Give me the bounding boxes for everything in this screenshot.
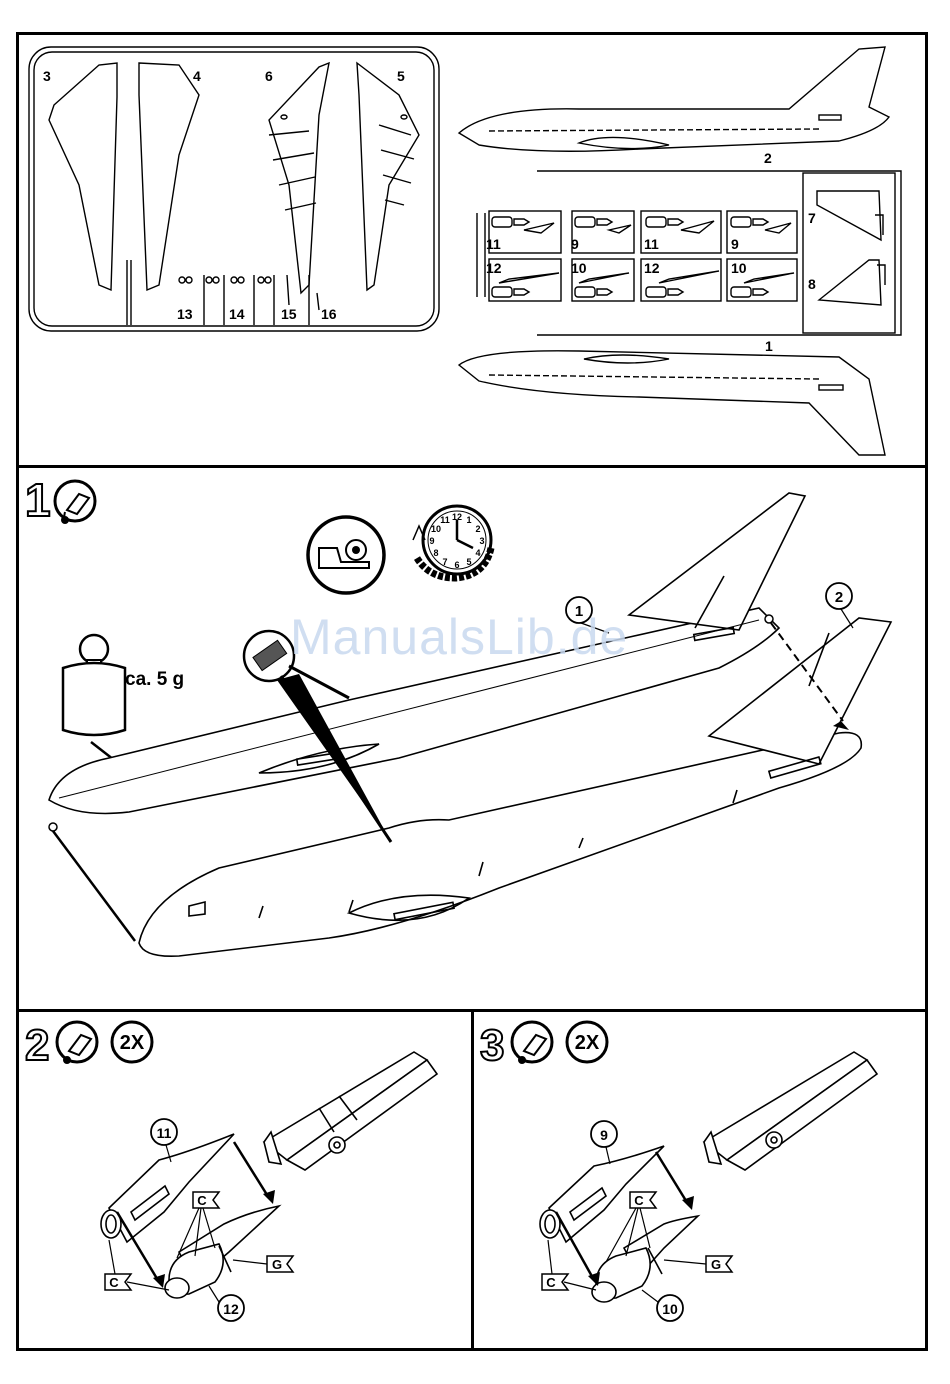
svg-text:12: 12	[223, 1301, 239, 1317]
engine-parts	[492, 217, 794, 297]
step-2-drawing: 2 2X 11 12	[19, 1012, 473, 1348]
label-part-15: 15	[281, 306, 297, 322]
clock-number-1: 1	[466, 515, 471, 525]
callout-1: 1	[566, 597, 609, 633]
label-engine-g: 12	[644, 260, 660, 276]
svg-text:2X: 2X	[120, 1032, 145, 1054]
parts-panel: 3 4 6 5 13 14 15 16 2 1 7 8 11 9 11 9 12…	[16, 32, 928, 468]
step-1-panel: 1 12 1 2 3 4 5 6 7 8 9 10 11	[16, 465, 928, 1012]
parts-sprue-drawing: 3 4 6 5 13 14 15 16 2 1 7 8 11 9 11 9 12…	[19, 35, 925, 465]
svg-text:C: C	[109, 1275, 119, 1290]
callout-9: 9	[591, 1121, 617, 1164]
svg-text:C: C	[634, 1193, 644, 1208]
svg-text:9: 9	[600, 1127, 608, 1143]
step-3-drawing: 3 2X 9 10	[474, 1012, 925, 1348]
svg-text:10: 10	[662, 1301, 678, 1317]
glue-icon	[57, 1022, 97, 1063]
glue-point-g: G	[664, 1256, 732, 1272]
clock-number-11: 11	[440, 515, 450, 525]
clock-number-3: 3	[479, 536, 484, 546]
label-engine-d: 9	[731, 236, 739, 252]
glue-icon	[55, 481, 95, 523]
svg-text:11: 11	[157, 1125, 172, 1141]
step-2-panel: 2 2X 11 12	[16, 1009, 476, 1351]
svg-text:C: C	[546, 1275, 556, 1290]
label-engine-e: 12	[486, 260, 502, 276]
label-part-1: 1	[765, 338, 773, 354]
part-wing-6	[269, 63, 329, 293]
clock-number-2: 2	[475, 524, 480, 534]
step-3-number: 3	[480, 1021, 504, 1070]
step-1-number: 1	[25, 474, 51, 526]
step-1-drawing: 1 12 1 2 3 4 5 6 7 8 9 10 11	[19, 468, 925, 1009]
label-part-5: 5	[397, 68, 405, 84]
clothespin-icon	[704, 1052, 877, 1170]
clock-number-9: 9	[429, 536, 434, 546]
label-part-7: 7	[808, 210, 816, 226]
step-3-panel: 3 2X 9 10	[471, 1009, 928, 1351]
clothespin-icon	[264, 1052, 437, 1170]
glue-icon	[512, 1022, 552, 1063]
clock-icon: 12 1 2 3 4 5 6 7 8 9 10 11	[413, 506, 491, 578]
clock-number-10: 10	[431, 524, 441, 534]
svg-text:C: C	[197, 1193, 207, 1208]
part-stabilizer-8	[819, 260, 885, 305]
callout-12: 12	[209, 1286, 244, 1321]
label-part-2: 2	[764, 150, 772, 166]
label-engine-f: 10	[571, 260, 587, 276]
svg-text:G: G	[272, 1257, 282, 1272]
label-part-4: 4	[193, 68, 201, 84]
weight-icon	[63, 635, 125, 735]
callout-10: 10	[642, 1290, 683, 1321]
label-part-3: 3	[43, 68, 51, 84]
label-part-13: 13	[177, 306, 193, 322]
label-engine-c: 11	[644, 236, 659, 252]
label-engine-b: 9	[571, 236, 579, 252]
label-engine-a: 11	[486, 236, 501, 252]
label-part-8: 8	[808, 276, 816, 292]
glue-point-g: G	[233, 1256, 293, 1272]
glue-point-c-lower: C	[542, 1240, 596, 1290]
clock-number-5: 5	[466, 557, 471, 567]
sprue-frame	[29, 47, 439, 331]
clock-number-6: 6	[454, 560, 459, 570]
part-fuselage-2	[459, 47, 889, 151]
part-fuselage-1	[459, 351, 885, 455]
part-wing-4	[139, 63, 199, 290]
clock-number-4: 4	[475, 548, 480, 558]
clock-number-12: 12	[452, 512, 462, 522]
step-2-number: 2	[25, 1021, 49, 1070]
clock-number-8: 8	[433, 548, 438, 558]
callout-2: 2	[826, 583, 853, 628]
label-part-14: 14	[229, 306, 245, 322]
clock-number-7: 7	[442, 557, 447, 567]
label-part-16: 16	[321, 306, 337, 322]
tape-icon	[308, 517, 384, 593]
small-parts-13-14	[179, 275, 319, 310]
repeat-badge: 2X	[567, 1022, 607, 1062]
svg-text:2: 2	[835, 589, 843, 606]
part-stabilizer-7	[817, 191, 883, 240]
svg-text:1: 1	[575, 603, 583, 620]
repeat-badge: 2X	[112, 1022, 152, 1062]
engine-nacelle-12	[165, 1206, 279, 1298]
label-engine-h: 10	[731, 260, 747, 276]
part-wing-3	[49, 63, 117, 290]
label-part-6: 6	[265, 68, 273, 84]
svg-text:G: G	[711, 1257, 721, 1272]
svg-text:2X: 2X	[575, 1032, 600, 1054]
weight-label: ca. 5 g	[125, 669, 184, 690]
